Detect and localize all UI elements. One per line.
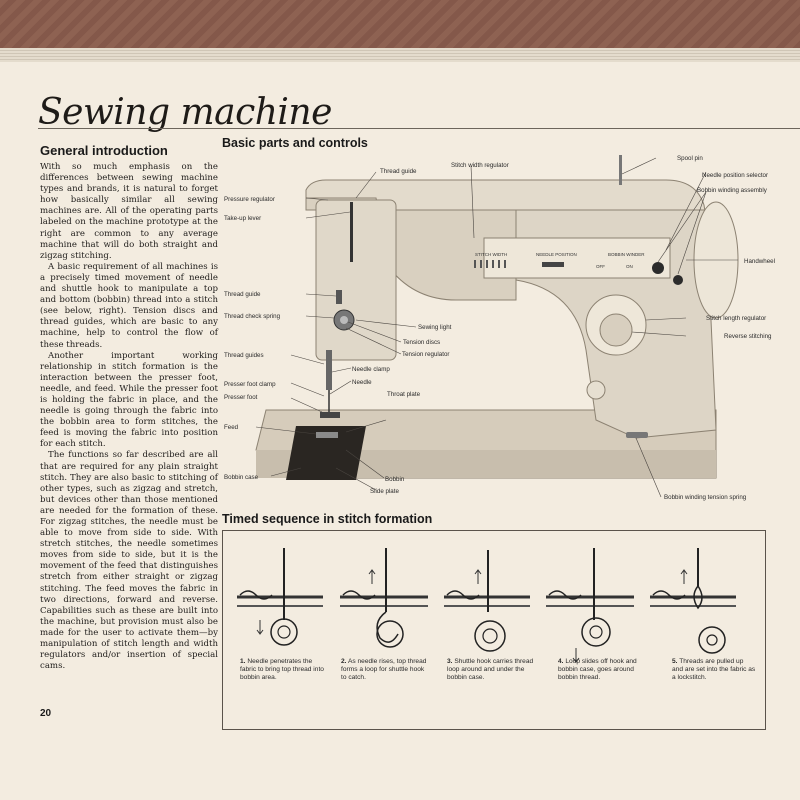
label-needle-position-selector: Needle position selector [702, 172, 769, 179]
step-number: 1. [240, 658, 246, 665]
presser-foot-part [320, 412, 340, 418]
step-number: 2. [341, 658, 347, 665]
stitch-width-panel-label: STITCH WIDTH [475, 252, 507, 257]
intro-paragraph: Another important working relationship i… [40, 350, 218, 450]
step-text: Loop slides off hook and bobbin case, go… [558, 658, 637, 681]
label-tension-discs: Tension discs [403, 339, 441, 346]
label-bobbin-winding-tension-spring: Bobbin winding tension spring [664, 494, 747, 501]
page-number: 20 [40, 708, 52, 719]
step-text: Needle penetrates the fabric to bring to… [240, 658, 324, 681]
title-rule [38, 128, 800, 129]
intro-paragraph: The functions so far described are all t… [40, 450, 218, 672]
book-page-edges [0, 48, 800, 66]
sequence-step-2: 2. As needle rises, top thread forms a l… [341, 658, 431, 682]
label-bobbin-winding-assembly: Bobbin winding assembly [697, 187, 767, 194]
intro-paragraph: A basic requirement of all machines is a… [40, 261, 218, 350]
label-slide-plate: Slide plate [370, 488, 399, 495]
step-number: 4. [558, 658, 564, 665]
label-spool-pin: Spool pin [677, 155, 703, 162]
spool-pin [619, 155, 622, 185]
step-text: Shuttle hook carries thread loop around … [447, 658, 534, 681]
label-sewing-light: Sewing light [418, 324, 452, 331]
bobbin-winding-spring-part [626, 432, 648, 438]
bobbin-winder-panel-label: BOBBIN WINDER [608, 252, 645, 257]
tension-regulator-knob [340, 316, 348, 324]
sequence-panel [222, 530, 766, 730]
bobbin-winder-knob [652, 262, 664, 274]
label-handwheel: Handwheel [744, 258, 775, 265]
step-number: 3. [447, 658, 453, 665]
label-bobbin-case: Bobbin case [224, 474, 259, 481]
step-text: Threads are pulled up and are set into t… [672, 658, 756, 681]
label-stitch-length-regulator: Stitch length regulator [706, 315, 767, 322]
sequence-heading: Timed sequence in stitch formation [222, 512, 433, 526]
sewing-machine-illustration: STITCH WIDTH NEEDLE POSITION BOBBIN WIND… [255, 155, 739, 498]
label-bobbin: Bobbin [385, 476, 405, 483]
slide-plate-part [286, 426, 366, 480]
label-reverse-stitching: Reverse stitching [724, 333, 772, 340]
machine-faceplate [315, 199, 397, 361]
leader-lines [255, 157, 738, 498]
label-thread-guides: Thread guides [224, 352, 264, 359]
control-panel [483, 237, 671, 279]
label-throat-plate: Throat plate [387, 391, 421, 398]
label-pressure-regulator: Pressure regulator [224, 196, 275, 203]
needle-bar [326, 350, 332, 390]
label-thread-check-spring: Thread check spring [224, 313, 281, 320]
bobbin-winder-on-label: ON [626, 264, 633, 269]
label-thread-guide-left: Thread guide [224, 291, 261, 298]
sequence-step-3: 3. Shuttle hook carries thread loop arou… [447, 658, 537, 682]
step-text: As needle rises, top thread forms a loop… [341, 658, 427, 681]
thread-guide-part [336, 290, 342, 304]
feed-dogs [316, 432, 338, 438]
reverse-stitch-button [599, 313, 633, 347]
needle-position-panel-label: NEEDLE POSITION [536, 252, 577, 257]
bobbin-winder-off-label: OFF [596, 264, 605, 269]
label-needle-clamp: Needle clamp [352, 366, 390, 373]
label-presser-foot-clamp: Presser foot clamp [224, 381, 276, 388]
sequence-step-1: 1. Needle penetrates the fabric to bring… [240, 658, 330, 682]
label-thread-guide-top: Thread guide [380, 168, 417, 175]
intro-body: With so much emphasis on the differences… [40, 162, 218, 672]
label-presser-foot: Presser foot [224, 394, 258, 401]
page-title: Sewing machine [38, 92, 332, 133]
label-stitch-width-regulator: Stitch width regulator [451, 162, 509, 169]
label-tension-regulator: Tension regulator [402, 351, 450, 358]
intro-paragraph: With so much emphasis on the differences… [40, 162, 218, 261]
parts-heading: Basic parts and controls [222, 136, 368, 150]
intro-heading: General introduction [40, 143, 168, 158]
label-needle: Needle [352, 379, 372, 386]
needle-position-lever [542, 262, 564, 267]
sequence-step-5: 5. Threads are pulled up and are set int… [672, 658, 756, 682]
sequence-step-4: 4. Loop slides off hook and bobbin case,… [558, 658, 648, 682]
label-take-up-lever: Take-up lever [224, 215, 262, 222]
take-up-lever [350, 202, 353, 262]
step-number: 5. [672, 658, 678, 665]
label-feed: Feed [224, 424, 239, 431]
stitch-width-ticks [474, 260, 506, 268]
bobbin-access-knob [586, 380, 606, 400]
bobbin-winder-spindle [673, 275, 683, 285]
